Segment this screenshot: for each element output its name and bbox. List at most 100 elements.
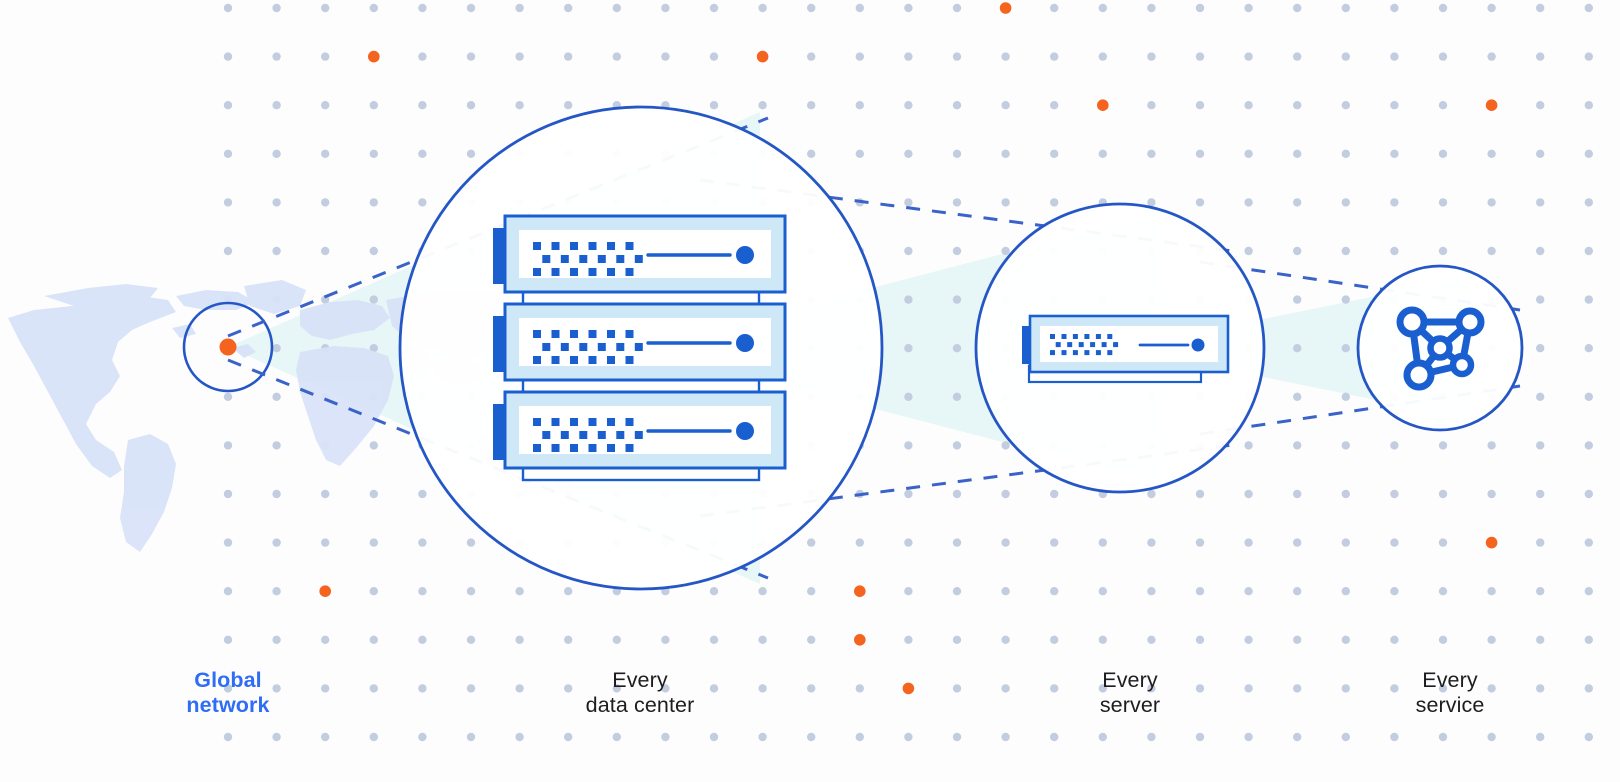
grid-dot — [1195, 101, 1205, 110]
grid-dot — [223, 538, 233, 547]
server-led — [551, 268, 560, 276]
grid-dot — [952, 684, 962, 693]
grid-dot — [1147, 684, 1156, 693]
grid-dot — [369, 538, 378, 547]
grid-dot — [1244, 246, 1253, 256]
grid-dot — [515, 101, 524, 110]
grid-dot — [1050, 684, 1059, 693]
grid-dot — [418, 684, 427, 693]
grid-dot — [466, 587, 476, 596]
server-led — [1101, 342, 1107, 348]
grid-dot — [272, 635, 281, 644]
grid-dot — [807, 52, 816, 61]
grid-dot — [661, 684, 670, 693]
grid-dot — [1098, 149, 1108, 158]
grid-dot — [1195, 3, 1205, 13]
grid-dot — [807, 101, 816, 110]
grid-dot — [952, 149, 962, 158]
grid-dot — [952, 344, 962, 353]
grid-dot — [321, 52, 330, 61]
grid-dot — [1390, 684, 1399, 693]
grid-dot — [855, 3, 864, 13]
server-led — [551, 330, 560, 338]
grid-dot — [612, 732, 621, 742]
grid-dot — [952, 52, 962, 61]
stage-label-server: Every server — [1099, 668, 1161, 717]
grid-dot — [1293, 295, 1302, 304]
grid-dot — [807, 538, 816, 547]
server-led — [551, 242, 560, 250]
grid-dot — [1195, 149, 1205, 158]
grid-dot — [1584, 344, 1594, 353]
grid-dot — [1341, 198, 1351, 207]
grid-dot — [952, 538, 962, 547]
grid-dot — [1438, 635, 1448, 644]
server-led — [533, 444, 541, 452]
grid-dot — [272, 684, 281, 693]
server-led — [625, 330, 634, 338]
grid-dot — [369, 149, 378, 158]
grid-dot — [1244, 441, 1253, 450]
server-led — [1050, 334, 1055, 339]
grid-dot — [1195, 635, 1205, 644]
server-led — [1090, 342, 1096, 348]
grid-dot — [223, 489, 233, 499]
stage-label-service: Every service — [1415, 668, 1485, 717]
grid-dot — [321, 489, 330, 499]
server-led — [607, 330, 615, 338]
server-led — [607, 418, 615, 426]
grid-dot — [1147, 538, 1156, 547]
grid-dot — [1050, 3, 1059, 13]
server-led — [551, 356, 560, 364]
grid-dot — [1487, 684, 1496, 693]
grid-dot — [1050, 538, 1059, 547]
grid-dot — [1098, 538, 1108, 547]
grid-dot — [709, 52, 719, 61]
grid-dot — [1341, 587, 1351, 596]
grid-dot — [564, 587, 573, 596]
grid-dot — [1536, 246, 1545, 256]
grid-dot — [321, 732, 330, 742]
grid-dot — [466, 732, 476, 742]
grid-dot — [1195, 538, 1205, 547]
grid-dot — [1293, 246, 1302, 256]
grid-dot — [612, 3, 621, 13]
server-led — [551, 418, 560, 426]
grid-dot — [758, 3, 767, 13]
grid-dot — [855, 538, 864, 547]
grid-dot — [1050, 198, 1059, 207]
grid-dot — [1001, 149, 1010, 158]
grid-dot — [807, 684, 816, 693]
grid-dot — [1390, 149, 1399, 158]
grid-dot — [709, 101, 719, 110]
grid-dot — [904, 489, 913, 499]
grid-dot — [515, 732, 524, 742]
grid-dot — [1293, 538, 1302, 547]
grid-dot — [612, 52, 621, 61]
grid-dot — [1050, 101, 1059, 110]
grid-dot — [709, 684, 719, 693]
grid-dot — [321, 3, 330, 13]
grid-dot — [1536, 295, 1545, 304]
grid-dot — [418, 101, 427, 110]
server-led — [551, 444, 560, 452]
server-led — [542, 431, 551, 439]
grid-dot — [418, 198, 427, 207]
grid-dot — [904, 149, 913, 158]
grid-dot — [952, 441, 962, 450]
grid-dot — [1001, 441, 1010, 450]
grid-dot — [1438, 3, 1448, 13]
server-led — [634, 343, 643, 351]
grid-dot — [1536, 441, 1545, 450]
server-led — [570, 242, 578, 250]
grid-dot — [612, 635, 621, 644]
grid-dot — [855, 684, 864, 693]
grid-dot — [1390, 635, 1399, 644]
server-led — [588, 330, 597, 338]
grid-dot — [1390, 3, 1399, 13]
grid-dot — [1536, 587, 1545, 596]
grid-dot — [418, 3, 427, 13]
grid-dot — [952, 635, 962, 644]
grid-dot — [515, 635, 524, 644]
